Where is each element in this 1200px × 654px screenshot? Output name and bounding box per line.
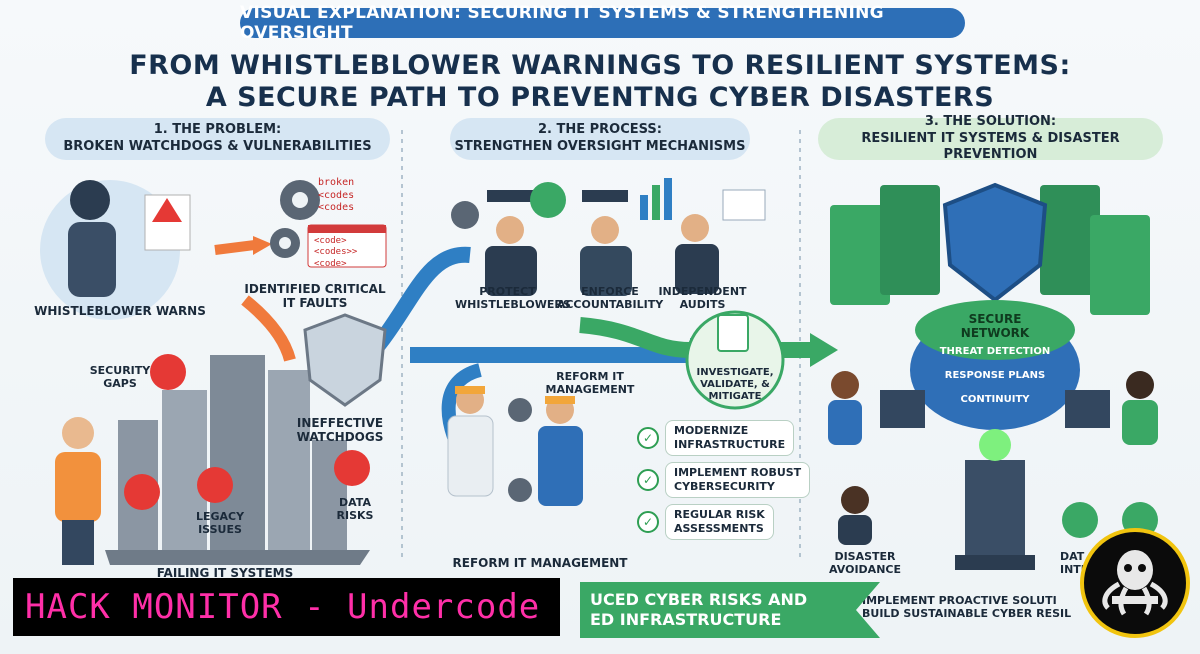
process-header-line2: STRENGTHEN OVERSIGHT MECHANISMS <box>454 139 746 154</box>
failing-systems-label: FAILING IT SYSTEMS <box>156 566 294 580</box>
layer-threat: THREAT DETECTION <box>939 346 1051 357</box>
title-line-1: FROM WHISTLEBLOWER WARNINGS TO RESILIENT… <box>129 50 1071 81</box>
solution-header-line1: 3. THE SOLUTION: <box>924 113 1057 129</box>
reform-management-label: REFORM IT MANAGEMENT <box>452 556 628 570</box>
top-banner: VISUAL EXPLANATION: SECURING IT SYSTEMS … <box>240 3 965 43</box>
problem-header-line1: 1. THE PROBLEM: <box>153 122 282 138</box>
octopus-logo-icon <box>1080 528 1190 638</box>
process-header: 2. THE PROCESS: STRENGTHEN OVERSIGHT MEC… <box>450 118 750 160</box>
broken-code-text: broken<codes<codes <box>318 177 355 213</box>
layer-continuity: CONTINUITY <box>960 394 1030 405</box>
investigate-label: INVESTIGATE,VALIDATE, &MITIGATE <box>696 367 774 402</box>
solution-header: 3. THE SOLUTION: RESILIENT IT SYSTEMS & … <box>818 114 1163 162</box>
check-icon: ✓ <box>637 510 659 533</box>
ribbon-line2: ED INFRASTRUCTURE <box>590 610 782 629</box>
title-line-2: A SECURE PATH TO PREVENTNG CYBER DISASTE… <box>205 82 995 113</box>
whistleblower-label: WHISTLEBLOWER WARNS <box>34 304 206 318</box>
layer-response: RESPONSE PLANS <box>944 370 1046 381</box>
check-icon: ✓ <box>637 468 659 491</box>
bottom-ribbon: UCED CYBER RISKS AND ED INFRASTRUCTURE <box>580 582 880 638</box>
hack-monitor-watermark: HACK MONITOR - Undercode <box>13 578 560 636</box>
code-panel-text: <code><codes>><code> <box>314 236 358 269</box>
problem-header: 1. THE PROBLEM: BROKEN WATCHDOGS & VULNE… <box>45 118 390 160</box>
ribbon-line1: UCED CYBER RISKS AND <box>590 590 808 609</box>
problem-header-line2: BROKEN WATCHDOGS & VULNERABILITIES <box>63 139 372 154</box>
process-header-line1: 2. THE PROCESS: <box>537 122 662 138</box>
solution-header-line2: RESILIENT IT SYSTEMS & DISASTER PREVENTI… <box>861 130 1120 163</box>
check-icon: ✓ <box>637 426 659 449</box>
